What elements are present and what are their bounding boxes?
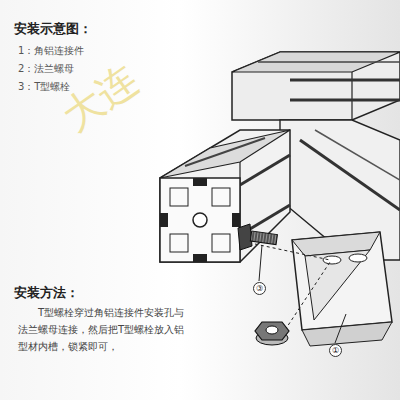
callout-number: ① xyxy=(329,344,342,357)
parts-list-item: 1：角铝连接件 xyxy=(18,44,84,58)
instruction-text: T型螺栓穿过角铝连接件安装孔与法兰螺母连接，然后把T型螺栓放入铝型材内槽，锁紧即… xyxy=(18,304,190,355)
callout-number: ③ xyxy=(253,282,266,295)
parts-list-item: 2：法兰螺母 xyxy=(18,62,74,76)
parts-list-item: 3：T型螺栓 xyxy=(18,80,70,94)
section-heading: 安装示意图： xyxy=(14,20,92,38)
section-heading: 安装方法： xyxy=(14,284,79,302)
